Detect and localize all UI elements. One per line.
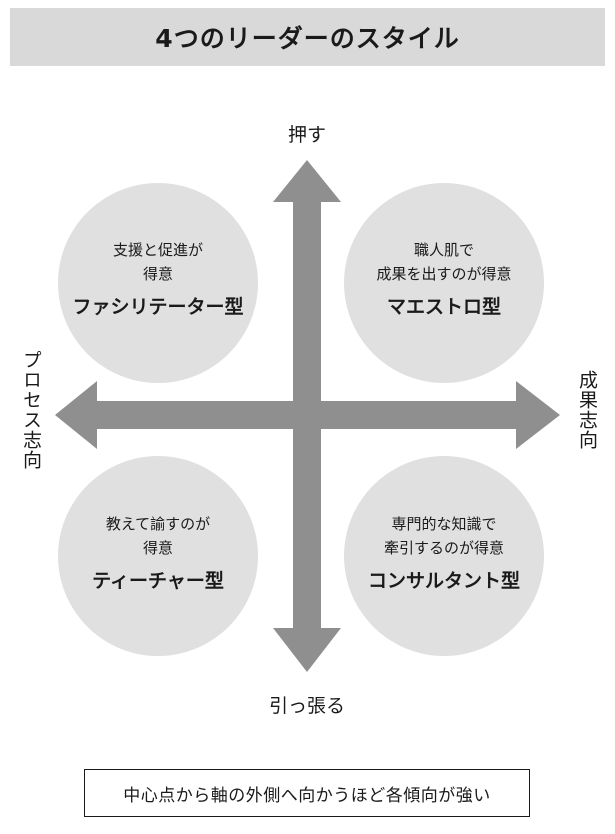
facilitator-desc-line2: 得意 — [142, 265, 173, 283]
circle-top-right — [344, 183, 544, 383]
footnote-box: 中心点から軸の外側へ向かうほど各傾向が強い — [84, 769, 530, 817]
consultant-type-name: コンサルタント型 — [367, 570, 520, 592]
maestro-desc-line2: 成果を出すのが得意 — [376, 265, 512, 283]
teacher-desc-line1: 教えて諭すのが — [105, 515, 211, 533]
consultant-desc-line1: 専門的な知識で — [391, 515, 497, 533]
teacher-desc-line2: 得意 — [142, 539, 173, 557]
circle-bottom-left — [58, 456, 258, 656]
circle-top-left — [58, 183, 258, 383]
axis-label-results-oriented: 成果志向 — [576, 370, 598, 450]
quadrant-consultant: 専門的な知識で 牽引するのが得意 コンサルタント型 — [344, 512, 544, 593]
quadrant-teacher: 教えて諭すのが 得意 ティーチャー型 — [58, 512, 258, 593]
axis-label-process-oriented: プロセス志向 — [20, 350, 42, 470]
quadrant-maestro: 職人肌で 成果を出すのが得意 マエストロ型 — [344, 238, 544, 319]
consultant-desc-line2: 牽引するのが得意 — [383, 539, 504, 557]
teacher-type-name: ティーチャー型 — [92, 570, 224, 592]
facilitator-desc-line1: 支援と促進が — [112, 241, 203, 259]
quadrant-facilitator: 支援と促進が 得意 ファシリテーター型 — [58, 238, 258, 319]
facilitator-type-name: ファシリテーター型 — [72, 296, 244, 318]
maestro-desc-line1: 職人肌で — [413, 241, 474, 259]
footnote-text: 中心点から軸の外側へ向かうほど各傾向が強い — [123, 785, 491, 806]
axis-label-push: 押す — [287, 124, 327, 146]
diagram-title: 4つのリーダーのスタイル — [155, 24, 460, 53]
title-bar: 4つのリーダーのスタイル — [10, 8, 605, 66]
circle-bottom-right — [344, 456, 544, 656]
vertical-double-arrow — [273, 160, 341, 672]
axis-label-pull: 引っ張る — [268, 695, 346, 717]
maestro-type-name: マエストロ型 — [386, 296, 501, 318]
